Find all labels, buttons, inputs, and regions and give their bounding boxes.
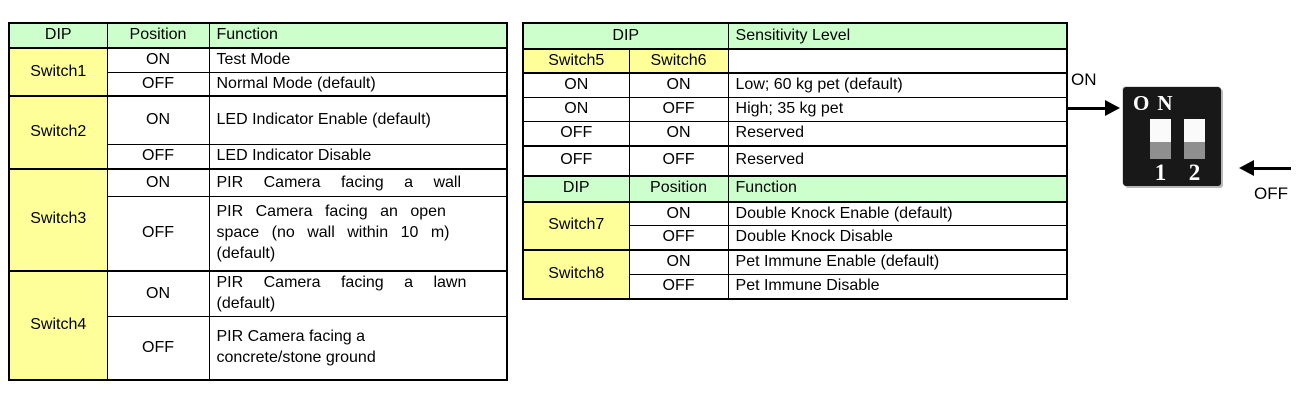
dip-pin-2-label: 2 [1188,160,1201,185]
function-cell: Pet Immune Enable (default) [727,249,1068,275]
function-line: (default) [216,294,276,312]
function-cell: PIR Camera facing a lawn (default) [208,269,508,318]
function-line: PIR Camera facing a [216,328,366,346]
function-line: PIR Camera facing a lawn [216,274,467,292]
function-cell: PIR Camera facing a wall [208,167,508,198]
col-header-function: Function [727,174,1068,203]
sensitivity-cell: Reserved [727,120,1068,147]
sensitivity-cell: Reserved [727,144,1068,177]
col-header-dip: DIP [522,174,630,203]
table-row: Switch2 ON LED Indicator Enable (default… [8,95,508,170]
function-cell: Double Knock Enable (default) [727,201,1068,227]
position-cell: ON [628,201,729,227]
off-position-label: OFF [1254,184,1288,203]
table-header-row: DIP Position Function [8,22,508,49]
function-cell: Test Mode [208,47,508,73]
position-cell: ON [106,269,210,318]
table-subheader-row: Switch5 Switch6 [522,48,1068,74]
switch6-position-cell: OFF [628,96,729,122]
function-line: PIR Camera facing a wall [216,173,462,191]
table-row: Switch8 ON Pet Immune Enable (default) [522,249,1068,300]
on-arrow-head [1105,100,1120,116]
function-line: space (no wall within 10 m) [216,224,450,242]
function-line: (default) [216,244,276,262]
function-cell: LED Indicator Disable [208,143,508,170]
sensitivity-cell: High; 35 kg pet [727,96,1068,122]
dip-switch1-4-table: DIP Position Function Switch1 ON Test Mo… [8,22,508,381]
empty-cell [727,48,1068,74]
off-arrow-head [1239,160,1254,176]
position-cell: OFF [106,196,210,272]
table-row: Switch3 ON PIR Camera facing a wall [8,167,508,272]
table-row: OFF Normal Mode (default) [9,71,508,97]
dip-toggle-2 [1184,119,1205,159]
function-cell: Double Knock Disable [727,225,1068,251]
table-header-row: DIP Position Function [522,174,1068,203]
switch5-position-cell: ON [522,72,630,98]
switch3-cell: Switch3 [8,167,108,272]
table-row: Switch7 ON Double Knock Enable (default) [522,201,1068,251]
position-cell: OFF [106,71,210,97]
switch1-cell: Switch1 [8,47,108,97]
function-cell: LED Indicator Enable (default) [208,95,508,145]
sensitivity-cell: Low; 60 kg pet (default) [727,72,1068,98]
switch5-position-cell: OFF [522,120,630,147]
switch7-cell: Switch7 [522,201,630,251]
col-header-dip: DIP [8,22,108,49]
function-cell: PIR Camera facing a concrete/stone groun… [208,316,508,381]
col-header-function: Function [208,22,508,49]
function-cell: Normal Mode (default) [208,71,508,97]
dip-switch5-8-table: DIP Sensitivity Level Switch5 Switch6 ON… [522,22,1069,300]
switch4-cell: Switch4 [8,269,108,381]
switch6-position-cell: OFF [628,144,729,177]
on-arrow-shaft [1068,107,1105,110]
switch5-position-cell: ON [522,96,630,122]
function-cell: PIR Camera facing an open space (no wall… [208,196,508,272]
position-cell: ON [106,47,210,73]
switch2-cell: Switch2 [8,95,108,170]
switch5-position-cell: OFF [522,144,630,177]
table-row: Switch4 ON PIR Camera facing a lawn (def… [8,269,508,381]
switch6-cell: Switch6 [628,48,729,74]
position-cell: OFF [106,316,210,381]
col-header-dip: DIP [522,22,729,50]
table-header-row: DIP Sensitivity Level [522,22,1068,50]
table-row: ON ON Low; 60 kg pet (default) [522,72,1068,98]
table-row: OFF PIR Camera facing an open space (no … [9,196,508,272]
function-line: concrete/stone ground [216,348,376,366]
col-header-sensitivity: Sensitivity Level [727,22,1068,50]
dip-on-marking: ON [1133,91,1181,115]
table-row: OFF Pet Immune Disable [523,273,1068,300]
position-cell: ON [106,95,210,145]
dip-toggle-1-handle [1150,119,1171,142]
dip-toggle-1 [1150,119,1171,159]
col-header-position: Position [106,22,210,49]
dip-switch-image: ON 1 2 [1123,87,1221,186]
function-line: PIR Camera facing an open [216,203,446,221]
switch6-position-cell: ON [628,72,729,98]
on-position-label: ON [1071,70,1097,89]
position-cell: OFF [628,273,729,300]
table-row: Switch1 ON Test Mode [8,47,508,97]
dip-toggle-2-handle [1184,119,1205,142]
table-row: OFF OFF Reserved [522,144,1068,177]
switch8-cell: Switch8 [522,249,630,300]
table-row: ON OFF High; 35 kg pet [522,96,1068,122]
switch5-cell: Switch5 [522,48,630,74]
position-cell: OFF [628,225,729,251]
position-cell: ON [106,167,210,198]
dip-pin-1-label: 1 [1154,160,1167,185]
position-cell: OFF [106,143,210,170]
dip-toggle-1-slot [1150,142,1171,159]
table-row: OFF PIR Camera facing a concrete/stone g… [9,316,508,381]
function-cell: Pet Immune Disable [727,273,1068,300]
dip-toggle-2-slot [1184,142,1205,159]
table-row: OFF LED Indicator Disable [9,143,508,170]
table-row: OFF ON Reserved [522,120,1068,147]
switch6-position-cell: ON [628,120,729,147]
off-arrow-shaft [1254,167,1291,170]
position-cell: ON [628,249,729,275]
col-header-position: Position [628,174,729,203]
